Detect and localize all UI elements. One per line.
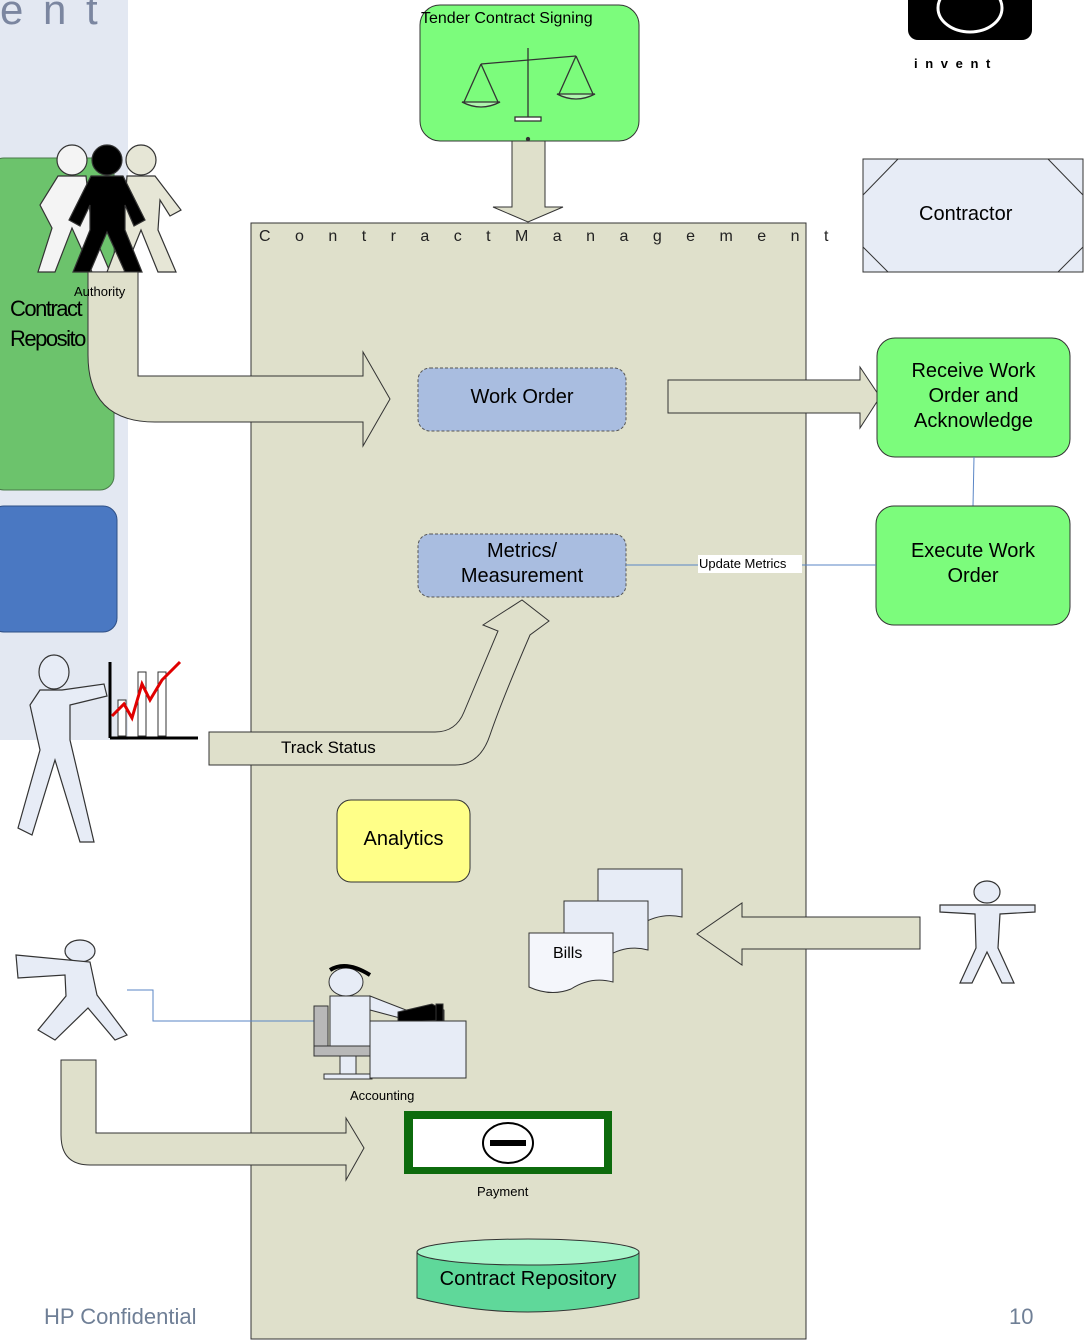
arrow-down-tender: [492, 140, 564, 223]
track-status-label: Track Status: [281, 738, 376, 757]
arrow-track-status: [208, 599, 550, 766]
hp-logo: [908, 0, 1032, 40]
receive-work-order-label-line2: Order and: [928, 385, 1019, 407]
repository-label-line1: Contract: [10, 296, 83, 321]
analytics-box[interactable]: [336, 799, 471, 883]
scale-icon: [461, 48, 596, 142]
work-order-box[interactable]: [417, 367, 627, 432]
receive-work-order-label-line3: Acknowledge: [914, 410, 1033, 432]
update-metrics-label: Update Metrics: [699, 556, 787, 571]
page-number: 10: [1009, 1304, 1034, 1329]
arrow-bills-from-person: [696, 902, 921, 966]
footer-confidential: HP Confidential: [44, 1304, 197, 1329]
logo-tagline: i n v e n t: [914, 56, 993, 71]
accounting-label: Accounting: [350, 1088, 415, 1103]
authority-people-icon: [37, 144, 182, 273]
authority-label: Authority: [74, 284, 126, 299]
analytics-label: Analytics: [363, 828, 444, 850]
arrow-work-order-to-receive: [667, 365, 881, 430]
bar-chart-icon: [108, 660, 198, 740]
contractor-label: Contractor: [919, 203, 1013, 225]
arrow-authority-to-work-order: [87, 271, 391, 448]
execute-work-order-label-line2: Order: [947, 565, 999, 587]
tender-signing-label: Tender Contract Signing: [421, 10, 593, 27]
payer-person-icon: [15, 939, 128, 1041]
metrics-label-line2: Measurement: [460, 565, 584, 587]
contractor-person-icon: [939, 880, 1036, 984]
contract-management-label: C o n t r a c t M a n a g e m e n t: [259, 228, 839, 245]
slide-heading-fragment: e n t: [0, 0, 102, 33]
metrics-label-line1: Metrics/: [487, 540, 557, 562]
payment-icon[interactable]: [404, 1111, 612, 1174]
accounting-desk-icon: [313, 964, 467, 1080]
work-order-label: Work Order: [470, 386, 574, 408]
contractor-box[interactable]: [862, 158, 1084, 273]
presenter-person-icon: [17, 654, 108, 843]
connector-receive-execute: [972, 456, 975, 507]
contract-repository-cylinder[interactable]: [416, 1238, 640, 1313]
bills-documents-icon: [528, 868, 683, 993]
receive-work-order-label-line1: Receive Work: [911, 360, 1036, 382]
execute-work-order-label-line1: Execute Work: [910, 540, 1036, 562]
arrow-to-payment: [60, 1059, 365, 1182]
repository-label-line2: Reposito: [10, 326, 86, 351]
contract-repository-label: Contract Repository: [439, 1268, 617, 1290]
payment-label: Payment: [477, 1184, 529, 1199]
blue-panel: [0, 505, 118, 633]
bills-label: Bills: [553, 945, 583, 962]
connector-payer-accounting: [127, 989, 315, 1022]
